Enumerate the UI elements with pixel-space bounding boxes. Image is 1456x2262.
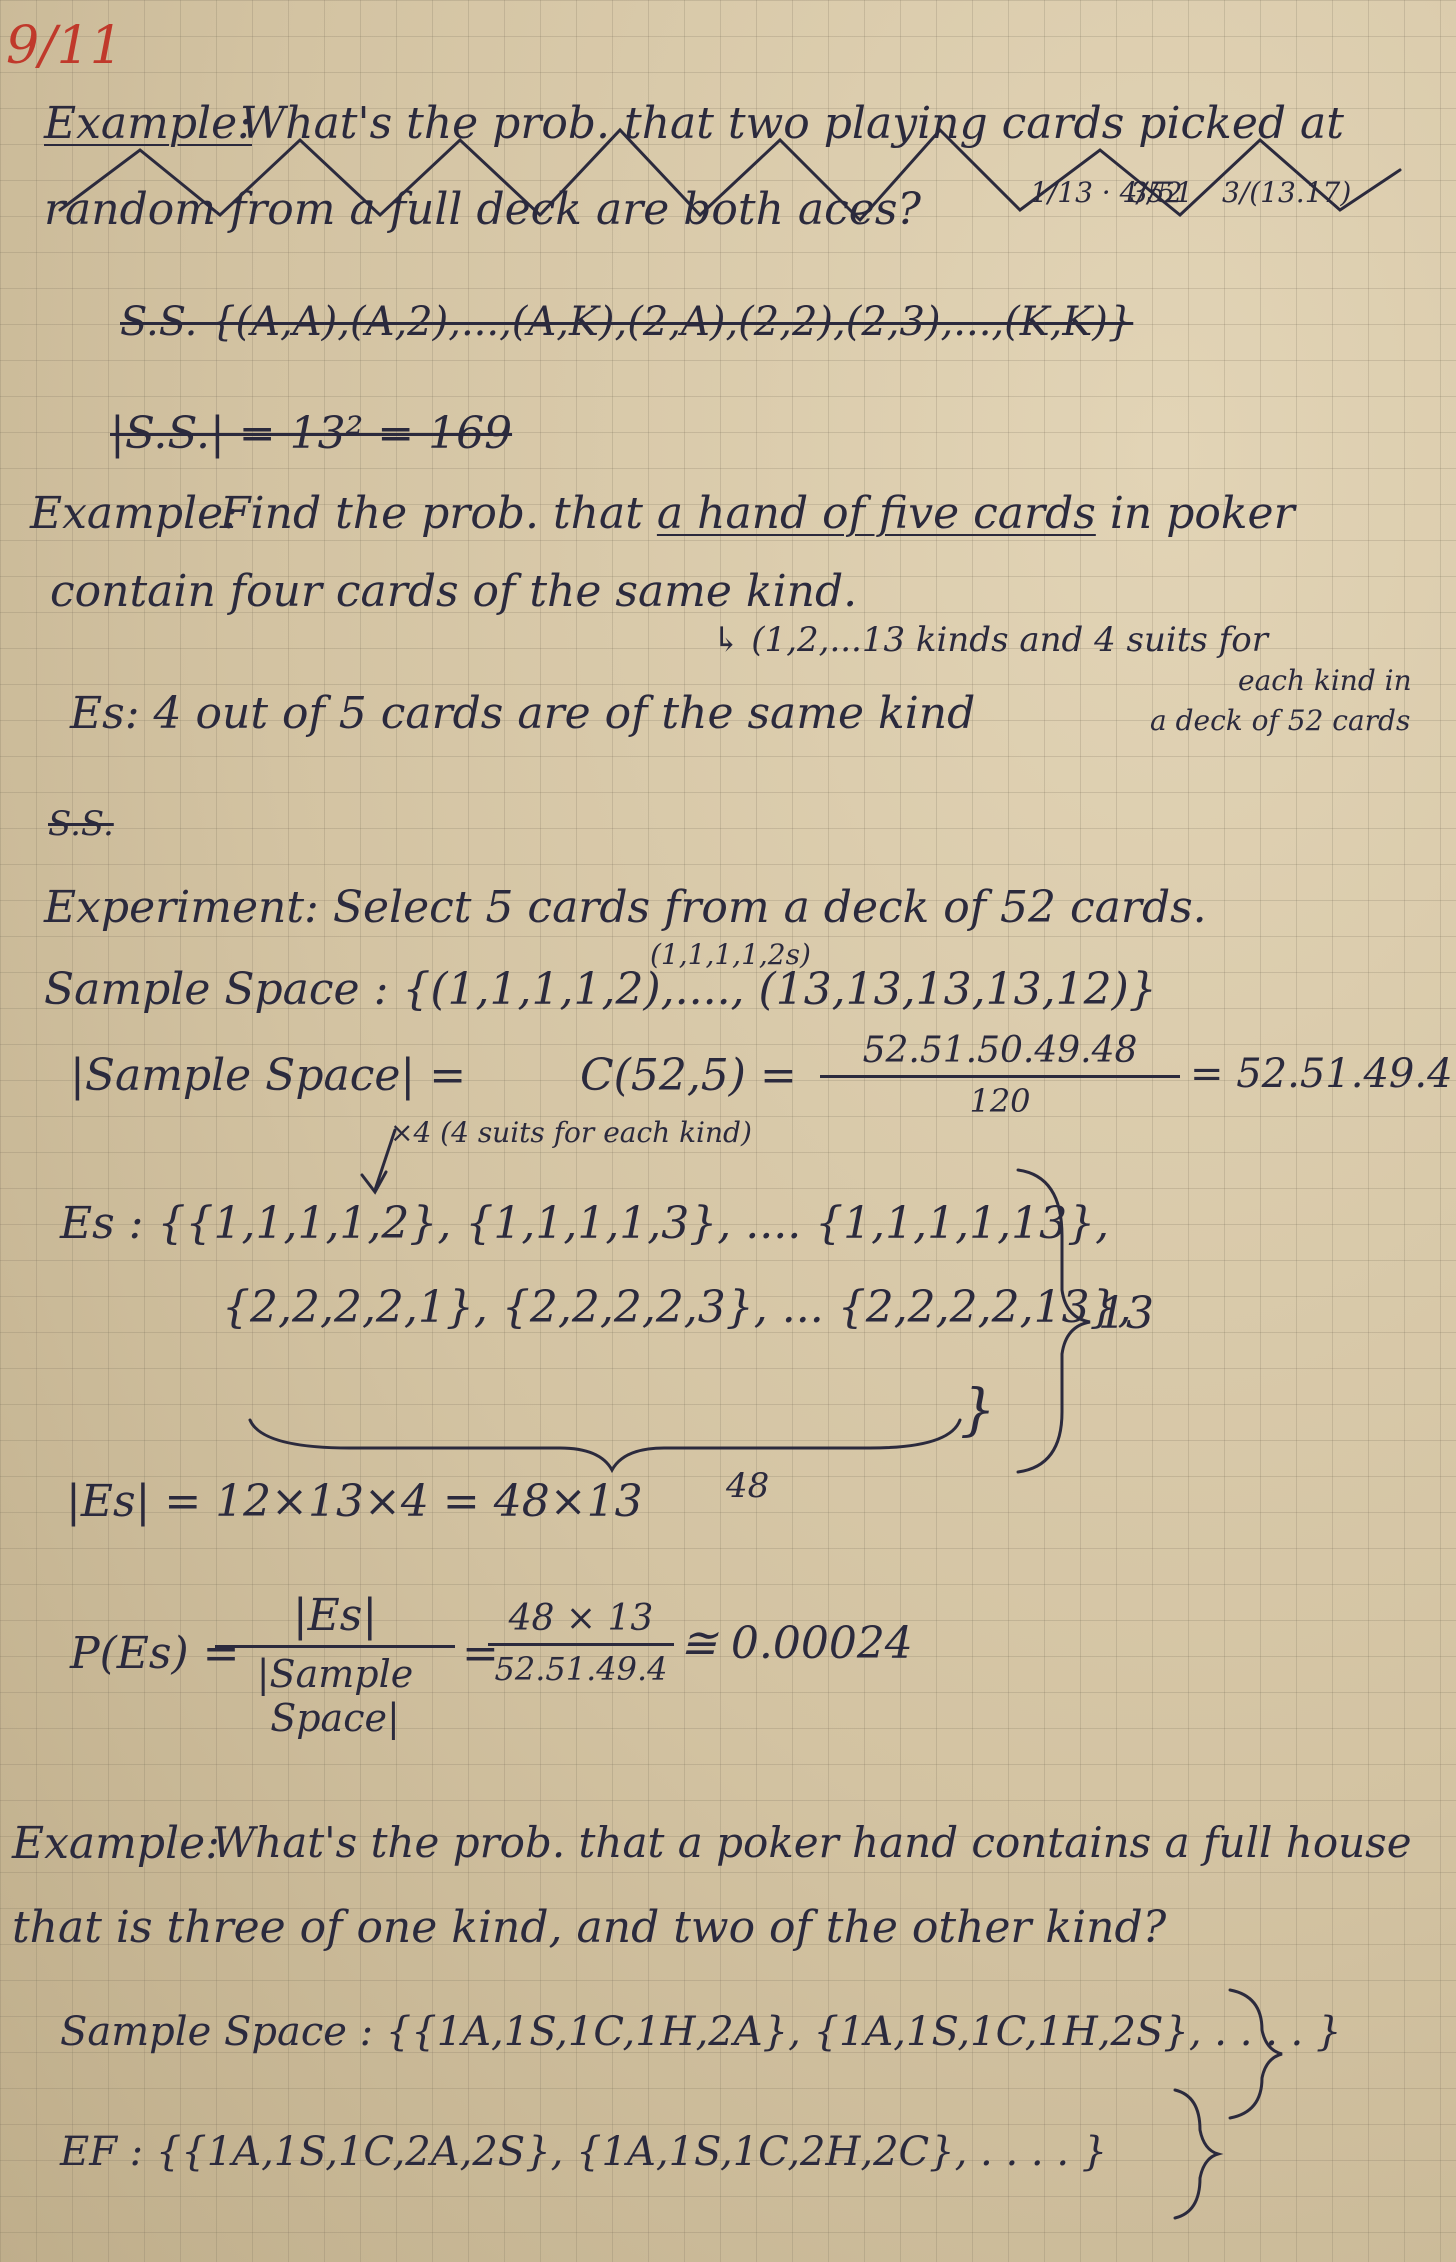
example-2-probability-denominator-2: 52.51.49.4 bbox=[494, 1650, 668, 1688]
example-2-probability-fraction-1: |Es| |Sample Space| bbox=[215, 1590, 455, 1740]
example-1-line-1: What's the prob. that two playing cards … bbox=[240, 98, 1344, 149]
example-1-line-2: random from a full deck are both aces? bbox=[44, 184, 921, 235]
example-2-probability-lhs: P(Es) = bbox=[70, 1628, 240, 1679]
example-3-line-2: that is three of one kind, and two of th… bbox=[12, 1902, 1167, 1953]
example-2-ss-size-comb: C(52,5) = bbox=[580, 1050, 797, 1101]
example-3-sample-space: Sample Space : {{1A,1S,1C,1H,2A}, {1A,1S… bbox=[60, 2009, 1342, 2055]
example-2-es-close: } bbox=[960, 1378, 996, 1443]
example-1-label: Example: bbox=[44, 98, 252, 149]
example-2-note-2: each kind in bbox=[1238, 664, 1412, 697]
example-2-es-line-1: Es : {{1,1,1,1,2}, {1,1,1,1,3}, .... {1,… bbox=[60, 1198, 1110, 1249]
example-3-line-1: What's the prob. that a poker hand conta… bbox=[212, 1818, 1412, 1867]
example-2-ss-fraction: 52.51.50.49.48 120 bbox=[820, 1030, 1180, 1120]
example-2-ss-denominator: 120 bbox=[969, 1082, 1031, 1120]
example-2-sample-space: Sample Space : {(1,1,1,1,2),...., (13,13… bbox=[44, 964, 1157, 1015]
example-3-event-full-house: EF : {{1A,1S,1C,2A,2S}, {1A,1S,1C,2H,2C}… bbox=[60, 2129, 1108, 2175]
fraction-bar bbox=[820, 1075, 1180, 1078]
example-2-note-3: a deck of 52 cards bbox=[1150, 704, 1411, 737]
fraction-bar bbox=[488, 1643, 674, 1646]
example-1-side-calc-2: 3/51 bbox=[1130, 176, 1193, 209]
example-2-ss-size-label: |Sample Space| = bbox=[70, 1050, 467, 1101]
example-1-side-calc-3: 3/(13.17) bbox=[1222, 176, 1352, 209]
example-2-line-1-b: in poker bbox=[1095, 488, 1295, 539]
example-2-line-1-start: Find the prob. that a hand of five cards… bbox=[220, 488, 1295, 539]
example-2-line-2: contain four cards of the same kind. bbox=[50, 566, 858, 617]
example-2-probability-equals: = bbox=[462, 1628, 499, 1679]
example-2-ss-numerator: 52.51.50.49.48 bbox=[862, 1030, 1138, 1071]
example-2-label: Example: bbox=[30, 488, 238, 539]
example-2-brace-13: 13 bbox=[1098, 1288, 1154, 1339]
example-1-sample-space-size: |S.S.| = 13² = 169 bbox=[110, 408, 513, 459]
example-2-probability-numerator-1: |Es| bbox=[292, 1590, 378, 1641]
example-2-es-size: |Es| = 12×13×4 = 48×13 bbox=[66, 1476, 643, 1527]
example-2-es-line-2: {2,2,2,2,1}, {2,2,2,2,3}, ... {2,2,2,2,1… bbox=[222, 1282, 1132, 1333]
example-2-probability-denominator-1: |Sample Space| bbox=[256, 1652, 414, 1740]
example-2-brace-48: 48 bbox=[726, 1466, 770, 1506]
example-2-crossed-ss: S.S. bbox=[48, 804, 114, 844]
example-2-event-definition: Es: 4 out of 5 cards are of the same kin… bbox=[70, 688, 976, 739]
example-2-note-1: ↳ (1,2,...13 kinds and 4 suits for bbox=[712, 620, 1268, 660]
example-1-sample-space: S.S. {(A,A),(A,2),...,(A,K),(2,A),(2,2),… bbox=[120, 299, 1134, 345]
example-2-probability-result: ≅ 0.00024 bbox=[680, 1618, 913, 1669]
example-2-probability-fraction-2: 48 × 13 52.51.49.4 bbox=[488, 1598, 674, 1688]
example-2-ss-small-note: (1,1,1,1,2s) bbox=[650, 938, 811, 971]
example-2-experiment: Experiment: Select 5 cards from a deck o… bbox=[44, 882, 1207, 933]
example-2-ss-result: = 52.51.49.4 bbox=[1190, 1051, 1453, 1097]
example-2-probability-numerator-2: 48 × 13 bbox=[508, 1598, 654, 1639]
fraction-bar bbox=[215, 1645, 455, 1648]
page-label: 9/11 bbox=[6, 16, 123, 76]
example-2-line-1-a: Find the prob. that bbox=[220, 488, 657, 539]
example-2-x4-note: ×4 (4 suits for each kind) bbox=[390, 1116, 752, 1149]
example-3-label: Example: bbox=[12, 1818, 220, 1869]
example-2-line-1-underlined: a hand of five cards bbox=[656, 488, 1096, 539]
